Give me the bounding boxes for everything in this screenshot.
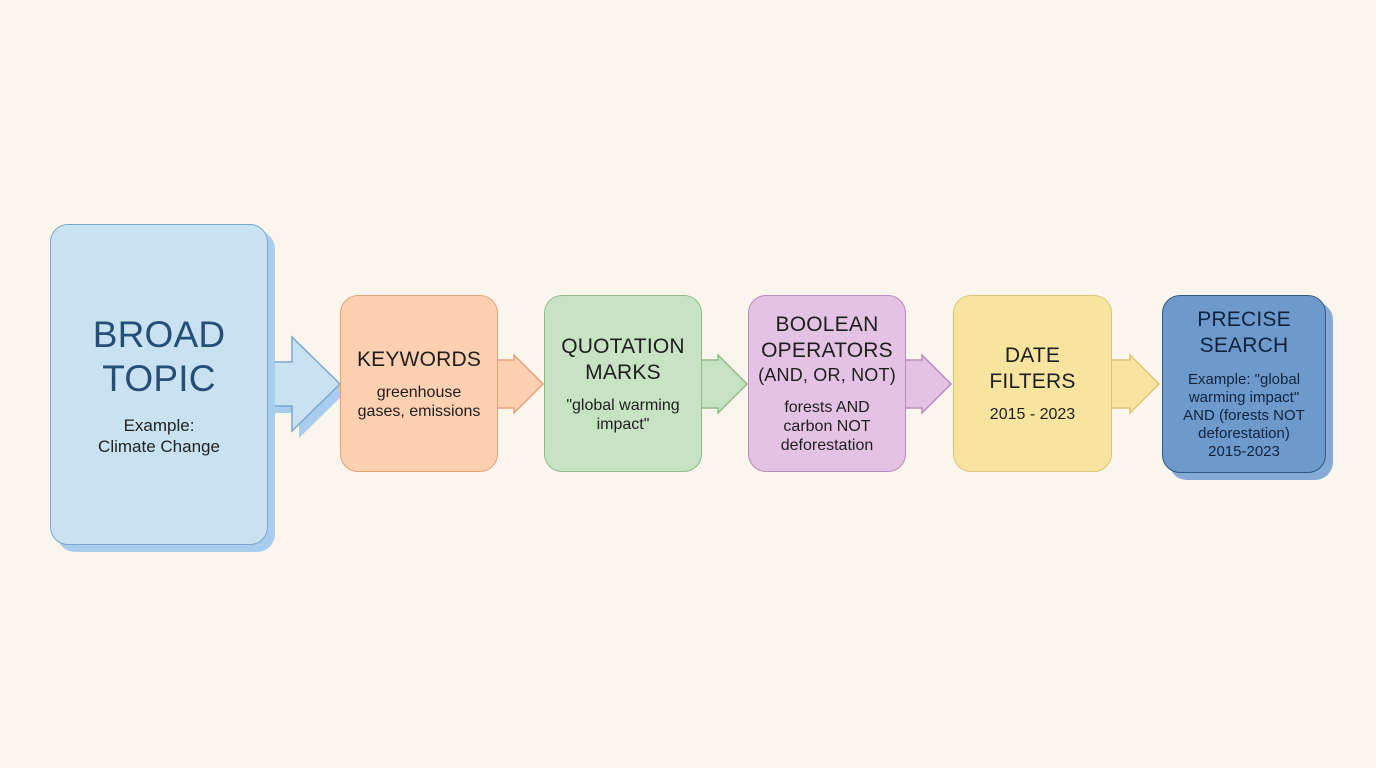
title-line: TOPIC bbox=[102, 357, 216, 399]
detail-line: 2015 - 2023 bbox=[989, 406, 1076, 423]
step-title: BROAD TOPIC bbox=[93, 313, 226, 401]
detail-line: forests AND bbox=[784, 399, 870, 416]
detail-line: deforestation bbox=[780, 437, 874, 454]
title-line: SEARCH bbox=[1199, 334, 1289, 357]
detail-line: 2015-2023 bbox=[1208, 443, 1280, 460]
step-broad-topic: BROAD TOPIC Example: Climate Change bbox=[50, 224, 268, 545]
arrow-icon-keywords-to-quotation bbox=[496, 353, 545, 415]
step-detail: forests AND carbon NOT deforestation bbox=[781, 398, 874, 455]
title-line: DATE bbox=[1004, 344, 1061, 367]
arrow-icon-quotation-to-boolean bbox=[700, 353, 749, 415]
title-line: (AND, OR, NOT) bbox=[758, 365, 896, 385]
arrow-icon-date-to-precise bbox=[1110, 353, 1161, 415]
step-title: KEYWORDS bbox=[357, 347, 481, 373]
detail-line: Climate Change bbox=[98, 436, 220, 456]
step-detail: Example: "global warming impact" AND (fo… bbox=[1183, 371, 1305, 461]
step-detail: "global warming impact" bbox=[566, 396, 679, 434]
step-detail: Example: Climate Change bbox=[98, 415, 220, 457]
title-line: BROAD bbox=[92, 313, 226, 355]
detail-line: carbon NOT bbox=[783, 418, 871, 435]
detail-line: "global warming bbox=[566, 396, 680, 414]
step-detail: 2015 - 2023 bbox=[990, 405, 1075, 424]
step-title: BOOLEAN OPERATORS (AND, OR, NOT) bbox=[758, 312, 896, 386]
detail-line: greenhouse bbox=[376, 383, 462, 401]
detail-line: Example: bbox=[123, 415, 195, 435]
title-line: QUOTATION bbox=[561, 334, 685, 358]
step-boolean-operators: BOOLEAN OPERATORS (AND, OR, NOT) forests… bbox=[748, 295, 906, 472]
title-line: PRECISE bbox=[1197, 308, 1291, 331]
title-line: FILTERS bbox=[989, 370, 1076, 393]
step-title: QUOTATION MARKS bbox=[561, 334, 685, 386]
step-precise-search: PRECISE SEARCH Example: "global warming … bbox=[1162, 295, 1326, 473]
detail-line: AND (forests NOT bbox=[1183, 407, 1305, 424]
title-line: MARKS bbox=[585, 360, 661, 384]
detail-line: impact" bbox=[596, 415, 650, 433]
arrow-icon-broad-to-keywords bbox=[265, 335, 347, 438]
detail-line: gases, emissions bbox=[357, 402, 481, 420]
detail-line: Example: "global bbox=[1187, 371, 1301, 388]
title-line: BOOLEAN bbox=[775, 313, 879, 336]
step-detail: greenhouse gases, emissions bbox=[358, 383, 481, 421]
step-date-filters: DATE FILTERS 2015 - 2023 bbox=[953, 295, 1112, 472]
title-line: OPERATORS bbox=[761, 339, 893, 362]
step-quotation-marks: QUOTATION MARKS "global warming impact" bbox=[544, 295, 702, 472]
detail-line: warming impact" bbox=[1188, 389, 1300, 406]
step-title: DATE FILTERS bbox=[989, 343, 1075, 395]
detail-line: deforestation) bbox=[1198, 425, 1290, 442]
step-title: PRECISE SEARCH bbox=[1197, 307, 1291, 359]
arrow-icon-boolean-to-date bbox=[904, 353, 953, 415]
title-line: KEYWORDS bbox=[356, 347, 482, 371]
step-keywords: KEYWORDS greenhouse gases, emissions bbox=[340, 295, 498, 472]
